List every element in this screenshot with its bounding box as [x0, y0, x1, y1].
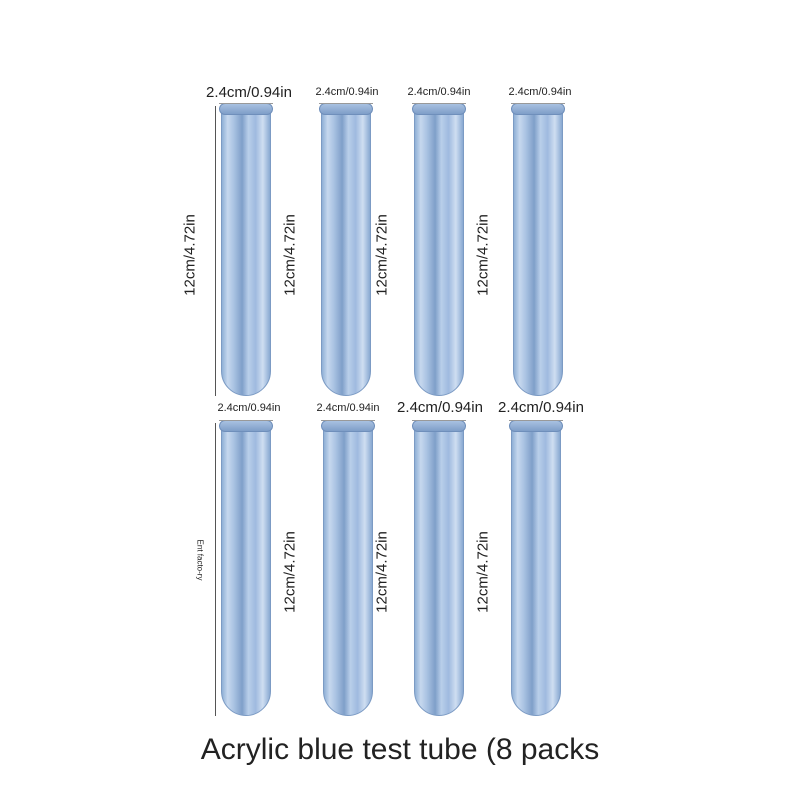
test-tube: [219, 103, 273, 396]
test-tube: [412, 420, 466, 716]
width-label: 2.4cm/0.94in: [316, 402, 380, 414]
width-dimension-line: [412, 103, 466, 104]
tube-rim: [321, 420, 375, 432]
width-dimension-line: [219, 103, 273, 104]
height-label: 12cm/4.72in: [281, 214, 299, 296]
width-dimension-line: [412, 420, 466, 421]
width-label: 2.4cm/0.94in: [498, 399, 584, 416]
product-caption: Acrylic blue test tube (8 packs: [200, 733, 600, 766]
test-tube: [509, 420, 563, 716]
height-label: 12cm/4.72in: [474, 531, 492, 613]
tube-rim: [509, 420, 563, 432]
width-dimension-line: [219, 420, 273, 421]
test-tube: [511, 103, 565, 396]
stray-label: Ent facto-ry: [195, 539, 205, 581]
tube-rim: [219, 103, 273, 115]
height-label: 12cm/4.72in: [281, 531, 299, 613]
width-label: 2.4cm/0.94in: [206, 84, 292, 101]
width-label: 2.4cm/0.94in: [397, 399, 483, 416]
test-tube: [319, 103, 373, 396]
test-tube: [412, 103, 466, 396]
test-tube: [321, 420, 375, 716]
width-dimension-line: [511, 103, 565, 104]
width-label: 2.4cm/0.94in: [315, 86, 379, 98]
height-dimension-line: [215, 106, 216, 396]
width-label: 2.4cm/0.94in: [407, 86, 471, 98]
tube-rim: [219, 420, 273, 432]
height-label: 12cm/4.72in: [373, 214, 391, 296]
width-label: 2.4cm/0.94in: [508, 86, 572, 98]
width-dimension-line: [319, 103, 373, 104]
height-dimension-line: [215, 423, 216, 716]
width-dimension-line: [509, 420, 563, 421]
tube-rim: [412, 420, 466, 432]
tube-rim: [412, 103, 466, 115]
height-label: 12cm/4.72in: [181, 214, 199, 296]
tube-rim: [511, 103, 565, 115]
width-dimension-line: [321, 420, 375, 421]
tube-rim: [319, 103, 373, 115]
width-label: 2.4cm/0.94in: [217, 402, 281, 414]
height-label: 12cm/4.72in: [474, 214, 492, 296]
height-label: 12cm/4.72in: [373, 531, 391, 613]
test-tube: [219, 420, 273, 716]
